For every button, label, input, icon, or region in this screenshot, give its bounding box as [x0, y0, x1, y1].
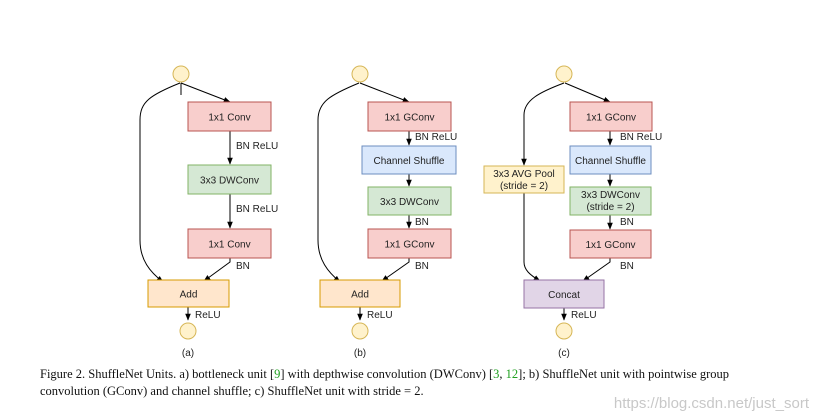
- unit-a: 1x1 Conv 3x3 DWConv 1x1 Conv Add BN ReLU…: [139, 65, 278, 359]
- edge-a-in-conv: [180, 82, 231, 103]
- node-a-add-label: Add: [180, 290, 198, 301]
- node-b-dwconv: [367, 186, 452, 216]
- node-c-shuffle-label: Channel Shuffle: [575, 156, 646, 167]
- unit-c: 1x1 GConv Channel Shuffle 3x3 DWConv (st…: [483, 65, 662, 359]
- edge-label-b-3: BN: [415, 261, 429, 272]
- figure-caption: Figure 2. ShuffleNet Units. a) bottlenec…: [40, 366, 790, 400]
- node-c-gconv1: [569, 101, 653, 132]
- node-c-gconv2-label: 1x1 GConv: [585, 240, 635, 251]
- edge-b-skip: [317, 82, 360, 283]
- sub-label-b: (b): [354, 348, 366, 359]
- sub-label-a: (a): [182, 348, 194, 359]
- node-a-dwconv-label: 3x3 DWConv: [200, 176, 259, 187]
- citation-link-12[interactable]: 12: [505, 367, 519, 381]
- edge-label-a-2: BN ReLU: [236, 204, 278, 215]
- node-b-shuffle: [361, 145, 457, 175]
- node-b-gconv2: [367, 228, 452, 259]
- edge-a-3: [203, 258, 231, 282]
- node-c-dwconv-label-2: (stride = 2): [586, 202, 634, 213]
- edge-label-a-3: BN: [236, 261, 250, 272]
- node-c-shuffle: [569, 145, 652, 175]
- output-node-c: [555, 322, 573, 340]
- citation-link-3[interactable]: 3: [493, 367, 500, 381]
- node-a-conv2: [187, 228, 272, 259]
- node-a-add: [147, 279, 230, 308]
- edge-label-a-out: ReLU: [195, 310, 221, 321]
- caption-part-2: ] with depthwise convolution (DWConv) [: [280, 367, 494, 381]
- node-c-gconv2: [569, 229, 652, 259]
- edge-label-c-out: ReLU: [571, 310, 597, 321]
- node-b-gconv2-label: 1x1 GConv: [384, 240, 434, 251]
- edge-label-b-2: BN: [415, 217, 429, 228]
- edge-a-skip: [139, 82, 181, 283]
- node-c-dwconv-label-1: 3x3 DWConv: [581, 190, 640, 201]
- edge-b-4: [381, 258, 410, 282]
- node-b-gconv1-label: 1x1 GConv: [384, 113, 434, 124]
- unit-b: 1x1 GConv Channel Shuffle 3x3 DWConv 1x1…: [317, 65, 457, 359]
- node-c-concat: [523, 279, 605, 309]
- edge-label-c-2: BN: [620, 217, 634, 228]
- input-node-b: [351, 65, 369, 83]
- shufflenet-diagram: 1x1 Conv 3x3 DWConv 1x1 Conv Add BN ReLU…: [139, 65, 662, 359]
- node-c-pool-label-1: 3x3 AVG Pool: [493, 169, 555, 180]
- output-node-a: [179, 322, 197, 340]
- node-a-conv1-label: 1x1 Conv: [208, 113, 250, 124]
- node-c-concat-label: Concat: [548, 290, 580, 301]
- node-a-conv1: [187, 101, 272, 132]
- citation-link-9[interactable]: 9: [274, 367, 281, 381]
- edge-c-4: [582, 258, 611, 282]
- node-b-gconv1: [367, 101, 452, 132]
- edge-b-in-conv: [359, 82, 410, 103]
- edge-label-b-1: BN ReLU: [415, 132, 457, 143]
- node-c-pool: [483, 165, 565, 194]
- node-b-dwconv-label: 3x3 DWConv: [380, 197, 439, 208]
- caption-part-1: Figure 2. ShuffleNet Units. a) bottlenec…: [40, 367, 275, 381]
- caption-part-4: ]; b) ShuffleNet unit with pointwise gro…: [40, 367, 730, 398]
- node-c-gconv1-label: 1x1 GConv: [586, 113, 636, 124]
- sub-label-c: (c): [558, 348, 570, 359]
- edge-c-pool-concat: [523, 193, 541, 282]
- edge-c-in-pool: [521, 82, 565, 166]
- node-c-pool-label-2: (stride = 2): [500, 181, 548, 192]
- caption-part-3: ,: [499, 367, 506, 381]
- node-b-add-label: Add: [351, 290, 369, 301]
- edge-label-c-3: BN: [620, 261, 634, 272]
- node-a-conv2-label: 1x1 Conv: [208, 240, 250, 251]
- input-node-c: [555, 65, 573, 83]
- edge-label-b-out: ReLU: [367, 310, 393, 321]
- node-b-shuffle-label: Channel Shuffle: [374, 156, 445, 167]
- edge-label-a-1: BN ReLU: [236, 141, 278, 152]
- node-a-dwconv: [187, 164, 272, 195]
- edge-c-in-conv: [564, 82, 611, 103]
- node-b-add: [319, 279, 401, 308]
- output-node-b: [351, 322, 369, 340]
- edge-label-c-1: BN ReLU: [620, 132, 662, 143]
- input-node-a: [172, 65, 190, 83]
- watermark: https://blog.csdn.net/just_sort: [613, 395, 809, 412]
- node-c-dwconv: [569, 186, 652, 216]
